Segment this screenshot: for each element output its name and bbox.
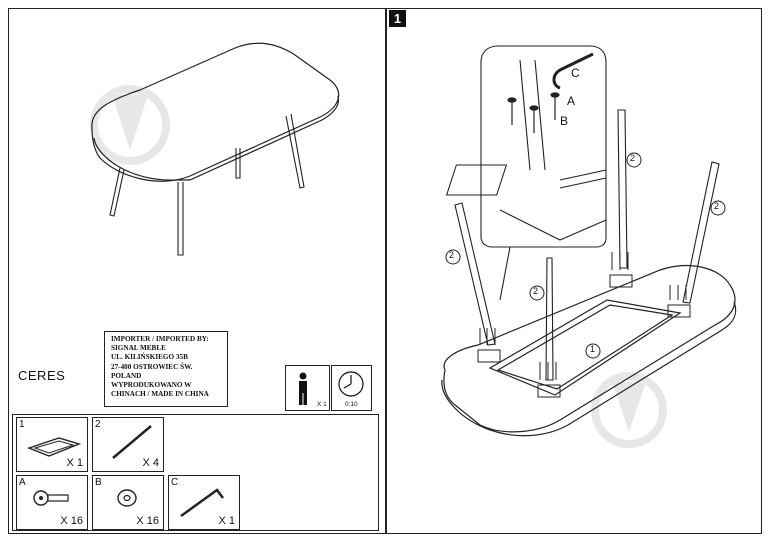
step-number-badge: 1: [389, 10, 406, 27]
callout-leg-4: 2: [533, 286, 539, 296]
importer-line: IMPORTER / IMPORTED BY:: [111, 335, 209, 343]
washer-icon: [117, 489, 137, 507]
part-qty: X 16: [136, 515, 159, 527]
person-icon: [299, 372, 307, 405]
importer-line: SIGNAL MEBLE: [111, 344, 166, 353]
importer-line: UL. KILIŃSKIEGO 35B: [111, 353, 188, 362]
table-top-drawing: [91, 42, 340, 182]
callout-leg-3: 2: [714, 201, 720, 211]
callout-top: 1: [590, 344, 596, 354]
assembly-time-label: 0:10: [345, 401, 358, 408]
part-id: C: [171, 477, 179, 488]
parts-list: [12, 414, 379, 531]
callout-bolt: A: [567, 94, 576, 108]
allen-key-drawing-inset: [552, 52, 594, 90]
bolt-icon: [33, 490, 69, 506]
detail-inset: [445, 45, 607, 301]
table-top-icon: [26, 437, 82, 457]
callout-leg-2: 2: [630, 153, 636, 163]
part-cell-A: A X 16: [16, 475, 88, 530]
panel-divider: [385, 8, 387, 534]
part-qty: X 1: [66, 457, 83, 469]
mounting-brackets: [477, 274, 691, 398]
part-qty: X 1: [218, 515, 235, 527]
part-qty: X 16: [60, 515, 83, 527]
part-id: 1: [19, 419, 25, 430]
part-cell-C: C X 1: [168, 475, 240, 530]
importer-box: IMPORTER / IMPORTED BY: SIGNAL MEBLE UL.…: [104, 331, 228, 407]
part-id: A: [19, 477, 26, 488]
part-id: B: [95, 477, 102, 488]
people-count-box: X 1: [285, 365, 330, 411]
table-legs-drawing: [109, 113, 305, 256]
watermark-logo-right: [591, 372, 667, 448]
inverted-table-top: [441, 265, 737, 437]
callout-washer: B: [560, 114, 569, 128]
importer-line: POLAND: [111, 371, 142, 380]
callout-key: C: [571, 66, 580, 80]
importer-line: CHINACH / MADE IN CHINA: [111, 390, 209, 399]
importer-line: 27-400 OSTROWIEC ŚW.: [111, 362, 193, 371]
importer-line: WYPRODUKOWANO W: [111, 381, 192, 390]
part-qty: X 4: [142, 457, 159, 469]
allen-key-icon: [180, 488, 224, 518]
clock-icon: [338, 371, 364, 397]
table-leg-icon: [112, 425, 152, 459]
part-cell-1: 1 X 1: [16, 417, 88, 472]
part-id: 2: [95, 419, 101, 430]
part-cell-B: B X 16: [92, 475, 164, 530]
product-name: CERES: [18, 368, 66, 383]
part-cell-2: 2 X 4: [92, 417, 164, 472]
screws-right: [479, 252, 687, 380]
inset-bolts: [507, 92, 560, 133]
assembly-time-box: 0:10: [331, 365, 372, 411]
people-count-label: X 1: [317, 401, 327, 408]
callout-circles: [445, 152, 726, 359]
watermark-logo-left: [90, 85, 170, 165]
callout-leg-1: 2: [449, 250, 455, 260]
